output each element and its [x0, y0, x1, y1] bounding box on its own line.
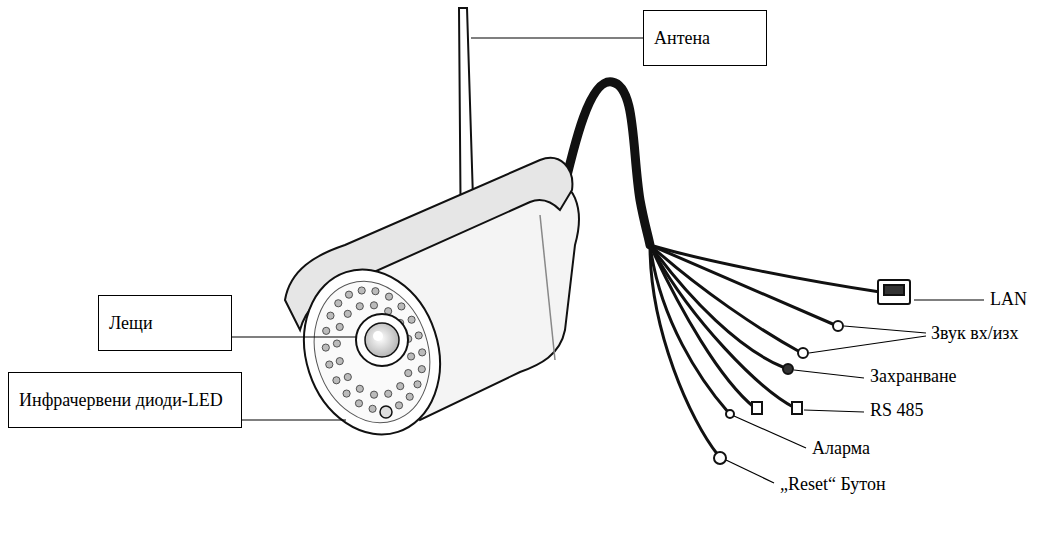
- wires: [650, 245, 880, 455]
- leader-line: [242, 419, 346, 420]
- leader-line: [471, 37, 643, 38]
- label-box: Инфрачервени диоди-LED: [8, 372, 242, 428]
- part-name: Лещи: [109, 310, 221, 336]
- connector-name: „Reset“ Бутон: [778, 474, 888, 496]
- connector-name: Звук вх/изх: [929, 323, 1020, 345]
- leader-line: [232, 336, 356, 337]
- connector-name: RS 485: [868, 400, 926, 422]
- connector-name: Захранване: [868, 366, 959, 388]
- part-name: Инфрачервени диоди-LED: [19, 387, 231, 413]
- label-box: Лещи: [98, 295, 232, 351]
- connector-name: LAN: [988, 289, 1029, 311]
- lens: [356, 314, 408, 366]
- sensor: [380, 406, 392, 418]
- front-face: [283, 252, 460, 453]
- connector-name: Аларма: [810, 438, 872, 460]
- label-box: Антена: [643, 10, 767, 66]
- part-name: Антена: [654, 25, 756, 51]
- ir-leds: [322, 287, 426, 412]
